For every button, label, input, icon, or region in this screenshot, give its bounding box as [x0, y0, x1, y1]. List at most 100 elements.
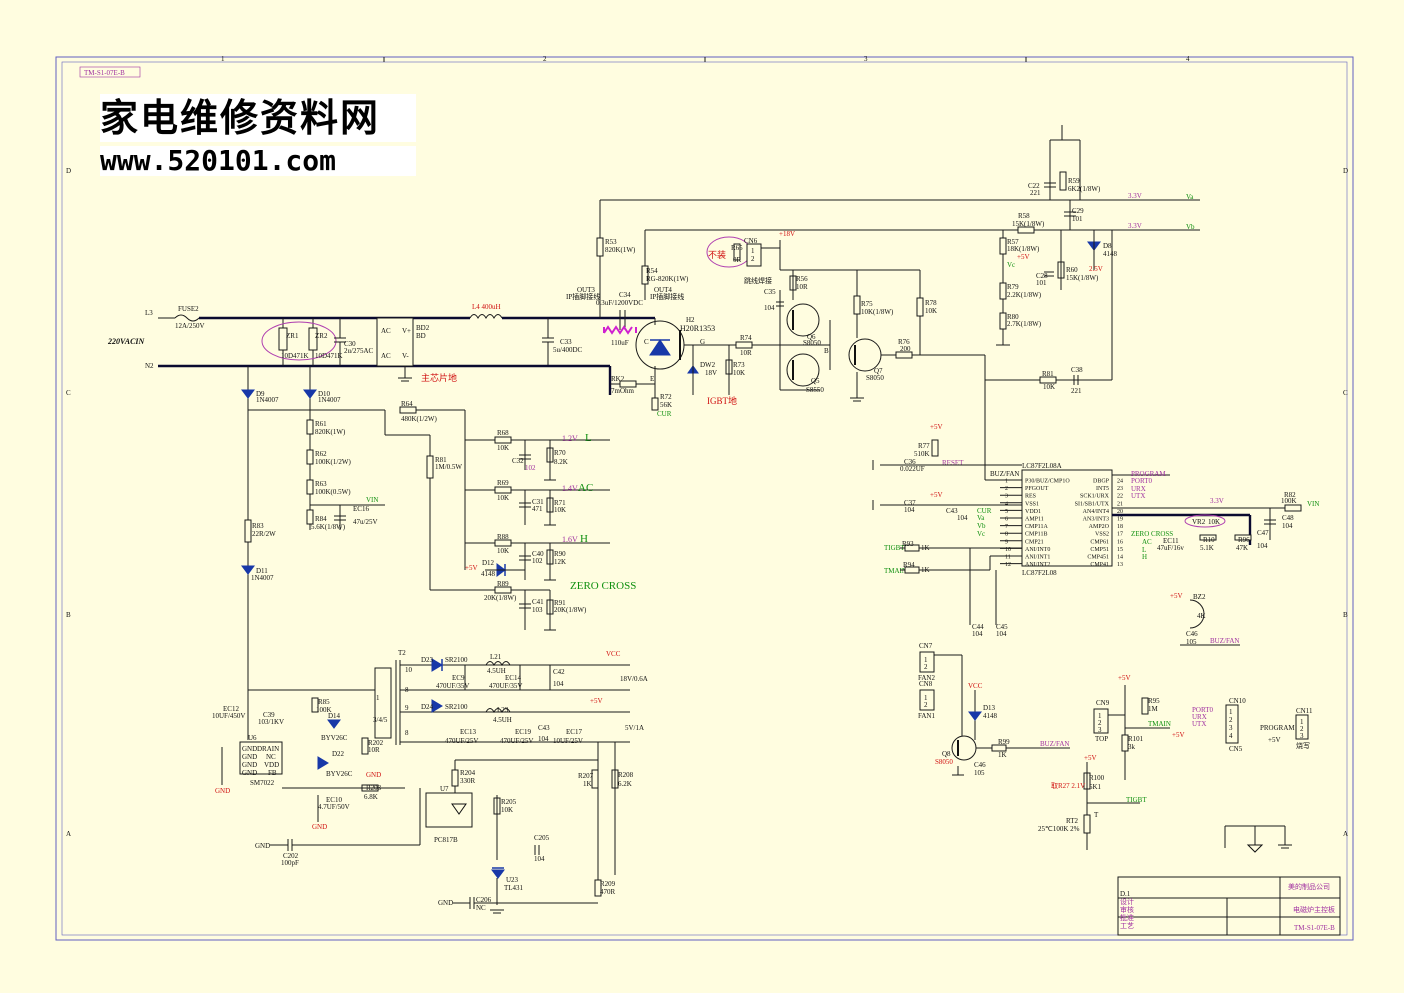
r73-ref: R73 [733, 361, 745, 369]
sig-l: L [1142, 546, 1146, 554]
l4-symbol [469, 314, 503, 320]
mcu: LC87F2L08A LC87F2L08 BUZ/FAN +5V R77 510… [872, 423, 1113, 577]
r85-ref: R85 [318, 698, 330, 706]
mcu-left-pin-number: 3 [1005, 494, 1008, 500]
d24-ref: D24 [421, 703, 434, 711]
fan-vcc: VCC [968, 682, 983, 690]
r64-ref: R64 [401, 400, 413, 408]
top-label: TOP [1095, 735, 1108, 743]
r58-value: 15K(1/8W) [1012, 220, 1045, 228]
igbt-ground-label: IGBT地 [707, 395, 737, 406]
c22-ref: C22 [1028, 182, 1040, 190]
r205-value: 10K [501, 806, 513, 814]
main-ground-label: 主芯片地 [421, 372, 457, 383]
vr2-ref: VR2 [1192, 518, 1206, 526]
r61-value: 820K(1W) [315, 428, 346, 436]
igbt-part: H20R1353 [680, 324, 715, 333]
mcu-right-pin: DBGP [1093, 479, 1110, 485]
d24-value: SR2100 [445, 703, 468, 711]
cn9-ref: CN9 [1096, 699, 1110, 707]
u6-pin5: FB [268, 769, 277, 777]
out4-sub: IP插脚接线 [650, 292, 684, 301]
r80-value: 2.7K(1/8W) [1007, 320, 1042, 328]
r204-ref: R204 [460, 769, 476, 777]
d14-ref: D14 [328, 712, 341, 720]
u6-pin3: GND [242, 761, 257, 769]
r54-ref: R54 [646, 267, 658, 275]
r72-value: 56K [660, 401, 672, 409]
r88-value: 10K [497, 547, 509, 555]
c41-value: 103 [532, 606, 543, 614]
c42-ref: C42 [553, 668, 565, 676]
svg-text:+5V: +5V [930, 491, 943, 499]
ac-label: AC [578, 482, 593, 494]
c43-ref: C43 [538, 724, 550, 732]
u6-pin1: GND [242, 745, 257, 753]
r88-ref: R88 [497, 533, 509, 541]
p5v-label: +5V [590, 697, 603, 705]
d22-ref: D22 [332, 750, 345, 758]
ruler-b-right: B [1343, 611, 1348, 619]
r10-value: 5.1K [1200, 544, 1214, 552]
mcu-pins: P30/BUZ/CMP1O1PFGOUT2RES3VSS14VDD15AMP11… [1000, 479, 1123, 568]
zr1-ref: ZR1 [286, 332, 299, 340]
d13-ref: D13 [983, 704, 996, 712]
fan2-label: FAN2 [918, 674, 935, 682]
c206-ref: C206 [476, 896, 492, 904]
r81-ref: R81 [1042, 370, 1054, 378]
r207-value: 1K [583, 780, 592, 788]
cn11-ref: CN11 [1296, 707, 1313, 715]
r90-ref: R90 [554, 550, 566, 558]
r58-ref: R58 [1018, 212, 1030, 220]
l23-value: 4.5UH [493, 716, 512, 724]
cn11-program: PROGRAM [1260, 724, 1295, 732]
cur-label: CUR [657, 410, 672, 418]
c35-value: 104 [764, 304, 775, 312]
mcu-left-pin-number: 9 [1005, 539, 1008, 545]
coil-symbol [603, 325, 637, 335]
tb-row-4: 工艺 [1120, 922, 1134, 930]
r65-ref: R65 [731, 244, 743, 252]
d11-value: 1N4007 [251, 574, 274, 582]
reset-net: RESET [942, 459, 964, 467]
svg-text:2: 2 [1229, 716, 1233, 724]
svg-text:1: 1 [1098, 712, 1102, 720]
r53-ref: R53 [605, 238, 617, 246]
r99-value: 1K [998, 751, 1007, 759]
mcu-left-pin: ANI/INT0 [1025, 547, 1050, 553]
h-label: H [580, 533, 588, 545]
l23-ref: L23 [497, 706, 509, 714]
mcu-right-pin-number: 18 [1117, 524, 1123, 530]
mcu-left-pin: ANI/INT2 [1025, 562, 1050, 568]
ec13-ref: EC13 [460, 728, 476, 736]
rt2-ref: RT2 [1066, 817, 1079, 825]
c44-value: 104 [972, 630, 983, 638]
svg-text:B: B [824, 347, 829, 355]
va-label: Va [1186, 193, 1194, 201]
r71-ref: R71 [554, 499, 566, 507]
coil-value: 110uF [611, 339, 629, 347]
c202-ref: C202 [283, 852, 299, 860]
cn7-ref: CN7 [919, 642, 933, 650]
r63-ref: R63 [315, 480, 327, 488]
c32-value: 102 [525, 464, 536, 472]
mcu-left-pin: CMP11A [1025, 524, 1048, 530]
r89-value: 20K(1/8W) [484, 594, 517, 602]
r208-value: 6.2K [618, 780, 632, 788]
ruler-b: B [66, 611, 71, 619]
mcu-left-pin: AMP11 [1025, 517, 1044, 523]
plus18-label: +18V [779, 230, 795, 238]
c206-value: NC [476, 904, 486, 912]
r69-ref: R69 [497, 479, 509, 487]
r70-value: 8.2K [554, 458, 568, 466]
rk2-ref: RK2 [611, 375, 625, 383]
r204-value: 330R [460, 777, 476, 785]
fuse-value: 12A/250V [175, 322, 205, 330]
mcu-left-pin: RES [1025, 494, 1036, 500]
c45-ref: C45 [996, 623, 1008, 631]
c34-value: 0.3uF/1200VDC [596, 299, 643, 307]
ruler-a-right: A [1343, 830, 1348, 838]
r78-value: 10K [925, 307, 937, 315]
igbt-c: C [644, 338, 649, 346]
